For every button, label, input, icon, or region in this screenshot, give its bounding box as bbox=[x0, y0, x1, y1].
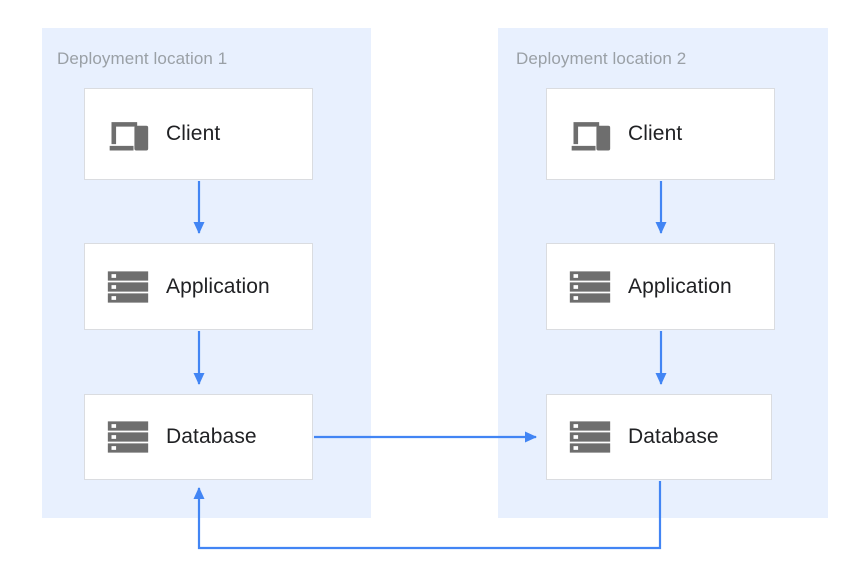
node-application-1[interactable]: Application bbox=[84, 243, 313, 330]
node-database-1[interactable]: Database bbox=[84, 394, 313, 480]
node-client-1[interactable]: Client bbox=[84, 88, 313, 180]
node-label-application-1: Application bbox=[166, 274, 270, 298]
node-label-database-2: Database bbox=[628, 425, 719, 448]
node-client-2[interactable]: Client bbox=[546, 88, 775, 180]
server-icon bbox=[569, 421, 611, 453]
node-label-application-2: Application bbox=[628, 274, 732, 298]
node-database-2[interactable]: Database bbox=[546, 394, 772, 480]
node-label-client-1: Client bbox=[166, 122, 221, 145]
server-icon bbox=[107, 421, 149, 453]
node-label-client-2: Client bbox=[628, 122, 683, 145]
devices-icon bbox=[571, 122, 611, 151]
server-icon bbox=[107, 270, 149, 303]
server-icon bbox=[569, 270, 611, 303]
zone-title-deployment-location-1: Deployment location 1 bbox=[57, 49, 228, 68]
devices-icon bbox=[109, 122, 149, 151]
zone-title-deployment-location-2: Deployment location 2 bbox=[516, 49, 687, 68]
node-label-database-1: Database bbox=[166, 425, 257, 448]
node-application-2[interactable]: Application bbox=[546, 243, 775, 330]
